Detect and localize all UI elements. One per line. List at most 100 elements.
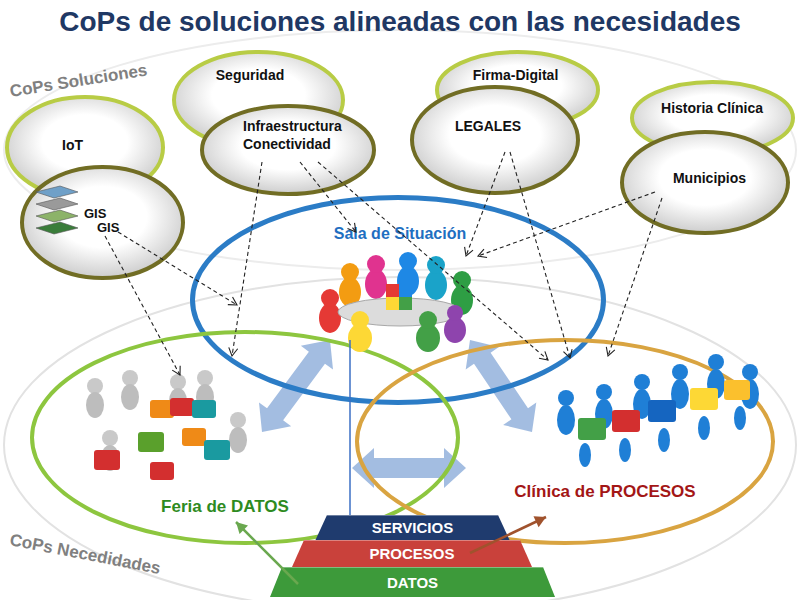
connector-line [105,236,180,375]
person-body [365,269,387,299]
node-label: Historia Clínica [642,99,782,117]
trapezoid-shape [270,567,555,597]
person-body [595,399,613,429]
person-body [416,324,440,352]
puzzle-piece [170,398,194,416]
meeting-illustration [319,252,473,352]
needs-outline [4,277,796,600]
connector-arrow [300,162,356,232]
person-legs [698,416,710,440]
person-body [425,270,447,300]
person-head [558,390,574,406]
person-body [633,389,651,419]
person-head [708,354,724,370]
person-head [87,378,103,394]
trapezoid-shape [315,515,510,541]
ellipse-shape [193,198,604,403]
ellipse-shape [32,332,458,543]
person-body [121,384,139,410]
person-head [399,252,417,270]
person-body [707,369,725,399]
connector-arrow [236,522,298,584]
puzzle-team-illustration [557,354,759,467]
ellipse-shape [202,106,374,194]
node-label: Infraestructura Conectividad [243,117,359,153]
person-body [444,317,466,343]
person-head [341,263,359,281]
ellipse-shape [357,340,773,543]
connector-arrow [478,192,655,258]
arrow-head [533,516,546,527]
puzzle-piece [648,400,676,422]
arrow-head [229,347,238,356]
connector-line [232,162,262,356]
arrow-head [478,249,487,257]
person-body [339,277,361,307]
pyramid-band: DATOS [270,567,555,597]
connector-line [478,192,655,256]
block-arrow-shape [259,340,333,432]
need-circle: Feria de DATOS [30,330,460,545]
arrow-head [606,347,615,356]
connector-arrow [510,152,572,358]
ellipse-shape [412,87,578,193]
person-head [367,255,385,273]
person-legs [579,443,591,467]
connector-line [349,340,351,515]
map-layer [36,198,78,210]
ellipse-shape [622,132,788,233]
person-head [197,370,213,386]
person-head [230,412,246,428]
need-circle-outline [355,338,775,545]
puzzle-piece [192,400,216,418]
person-body [451,285,473,315]
node-label: Feria de DATOS [115,496,335,518]
connector-line [466,152,505,256]
cube-face [386,284,399,297]
node-label: Municipios [652,169,767,187]
meeting-table [338,298,462,326]
arrow-head [228,297,237,305]
person-head [596,384,612,400]
arrow-head [539,351,548,360]
person-body [671,379,689,409]
puzzle-piece [578,418,606,440]
arrow-head [172,366,180,375]
connector-line [300,162,356,232]
person-head [742,364,758,380]
group-label: CoPs Necedidades [8,530,162,579]
arrow-head [347,223,356,232]
puzzle-piece [182,428,206,446]
puzzle-piece [138,432,164,452]
puzzle-people-illustration [86,370,247,480]
connector-line [608,198,662,356]
solution-circle: Municipios [620,130,790,235]
connector-line [510,152,570,358]
cube-face [399,297,412,310]
pyramid-band: SERVICIOS [315,515,510,541]
person-body [319,303,341,333]
person-body [169,388,187,414]
diagram-title: CoPs de soluciones alineadas con las nec… [0,6,800,38]
block-arrow-shape [466,340,537,432]
connector-arrow [470,516,546,553]
person-head [122,370,138,386]
puzzle-piece [724,380,750,400]
node-label: PROCESOS [292,544,532,564]
arrow-head [465,247,473,256]
map-layer [36,210,78,222]
connector-arrow [606,198,662,356]
need-circle: Clínica de PROCESOS [355,338,775,545]
puzzle-piece [150,462,174,480]
trapezoid-shape [292,540,532,567]
arrow-head [236,522,248,534]
person-head [419,311,437,329]
connector-line [470,517,546,553]
connector-arrow [229,162,262,356]
puzzle-piece [690,388,718,410]
map-layer [36,186,78,198]
cube-face [399,284,412,297]
node-label: LEGALES [438,117,538,135]
